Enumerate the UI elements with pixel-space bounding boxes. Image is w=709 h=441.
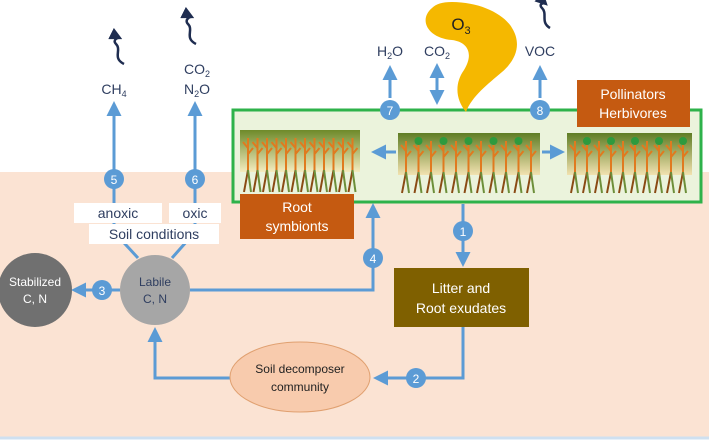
- plant-stem: [337, 138, 349, 193]
- plant-stem: [617, 141, 629, 194]
- plant-stem: [450, 141, 462, 194]
- plant-image-left: [240, 130, 360, 193]
- plant-stem: [270, 138, 283, 193]
- plant-stem: [299, 138, 311, 193]
- stabilized-pool-circle: [0, 253, 72, 327]
- symbionts-label: symbionts: [265, 218, 328, 234]
- plant-stem: [437, 137, 450, 194]
- step-badge-8: 8: [530, 100, 550, 120]
- anoxic-label: anoxic: [98, 205, 138, 221]
- co2-emission-wiggle: [180, 6, 197, 46]
- svg-text:5: 5: [111, 173, 118, 187]
- plant-stem: [289, 138, 302, 193]
- labile-label: Labile: [139, 275, 171, 289]
- svg-text:2: 2: [413, 372, 420, 386]
- soil-conditions-box: [89, 224, 219, 244]
- litter-label: Litter and: [432, 280, 490, 296]
- plant-stem: [261, 138, 273, 193]
- plant-image-middle: [398, 133, 540, 194]
- plant-stem: [412, 137, 425, 194]
- step-badge-3: 3: [92, 280, 112, 300]
- gas-ch4-label: CH4: [101, 81, 126, 99]
- gas-n2o-label: N2O: [184, 81, 210, 99]
- pollinators-herbivores-box: [577, 80, 690, 127]
- ozone-plume: [425, 2, 517, 112]
- community-label: community: [271, 380, 329, 394]
- root-symbionts-box: [240, 194, 354, 239]
- exudates-label: Root exudates: [416, 300, 506, 316]
- anoxic-box: [74, 203, 162, 223]
- plant-stem: [400, 141, 412, 194]
- step-badge-7: 7: [380, 100, 400, 120]
- step-badge-2: 2: [406, 368, 426, 388]
- plant-stem: [653, 137, 665, 194]
- gas-voc-label: VOC: [525, 43, 555, 59]
- svg-text:6: 6: [192, 173, 199, 187]
- plant-stem: [318, 138, 330, 193]
- root-label: Root: [282, 199, 312, 215]
- ch4-emission-wiggle: [108, 27, 125, 66]
- plant-stem: [677, 137, 689, 194]
- plant-stem: [251, 138, 264, 193]
- oxic-label: oxic: [183, 205, 208, 221]
- plant-stem: [475, 141, 487, 194]
- svg-text:8: 8: [537, 104, 544, 118]
- arrow-2-litter-to-decomposer: [373, 327, 465, 386]
- pollinators-label: Pollinators: [600, 86, 665, 102]
- plant-stem: [308, 138, 321, 193]
- plant-stem: [581, 137, 593, 194]
- plant-stem: [569, 141, 581, 194]
- stabilized-cn-label: C, N: [23, 292, 47, 306]
- ozone-label: O3: [451, 15, 470, 37]
- labile-pool-circle: [120, 255, 190, 325]
- soil-conditions-label: Soil conditions: [109, 226, 199, 242]
- arrow-4-labile-to-vegetation: [190, 203, 381, 292]
- gas-h2o-label: H2O: [377, 43, 403, 61]
- plant-stem: [487, 137, 500, 194]
- plant-stem: [242, 138, 254, 193]
- svg-text:7: 7: [387, 104, 394, 118]
- decomposer-ellipse: [229, 341, 371, 413]
- plant-stem: [512, 137, 525, 194]
- herbivores-label: Herbivores: [599, 105, 667, 121]
- plant-stem: [425, 141, 437, 194]
- gas-co2-top-label: CO2: [424, 43, 450, 61]
- step-badge-4: 4: [363, 248, 383, 268]
- oxic-box: [169, 203, 221, 223]
- plant-stem: [605, 137, 617, 194]
- svg-text:4: 4: [370, 252, 377, 266]
- plant-stem: [462, 137, 475, 194]
- plant-stem: [280, 138, 292, 193]
- plant-stem: [346, 138, 359, 193]
- voc-emission-wiggle: [534, 0, 551, 30]
- arrow-decomposer-to-labile: [147, 327, 232, 380]
- litter-exudates-box: [394, 268, 529, 327]
- step-badge-6: 6: [185, 169, 205, 189]
- plant-stem: [665, 141, 677, 194]
- step-badge-1: 1: [453, 221, 473, 241]
- plant-stem: [593, 141, 605, 194]
- plant-stem: [500, 141, 512, 194]
- plant-image-right: [567, 133, 692, 194]
- stabilized-label: Stabilized: [9, 275, 61, 289]
- svg-text:1: 1: [460, 225, 467, 239]
- plant-stem: [525, 141, 537, 194]
- gas-co2-left-label: CO2: [184, 61, 210, 79]
- step-badge-5: 5: [104, 169, 124, 189]
- plant-stem: [327, 138, 340, 193]
- decomposer-label: Soil decomposer: [255, 362, 344, 376]
- labile-cn-label: C, N: [143, 292, 167, 306]
- plant-stem: [629, 137, 641, 194]
- plant-stem: [641, 141, 653, 194]
- svg-text:3: 3: [99, 284, 106, 298]
